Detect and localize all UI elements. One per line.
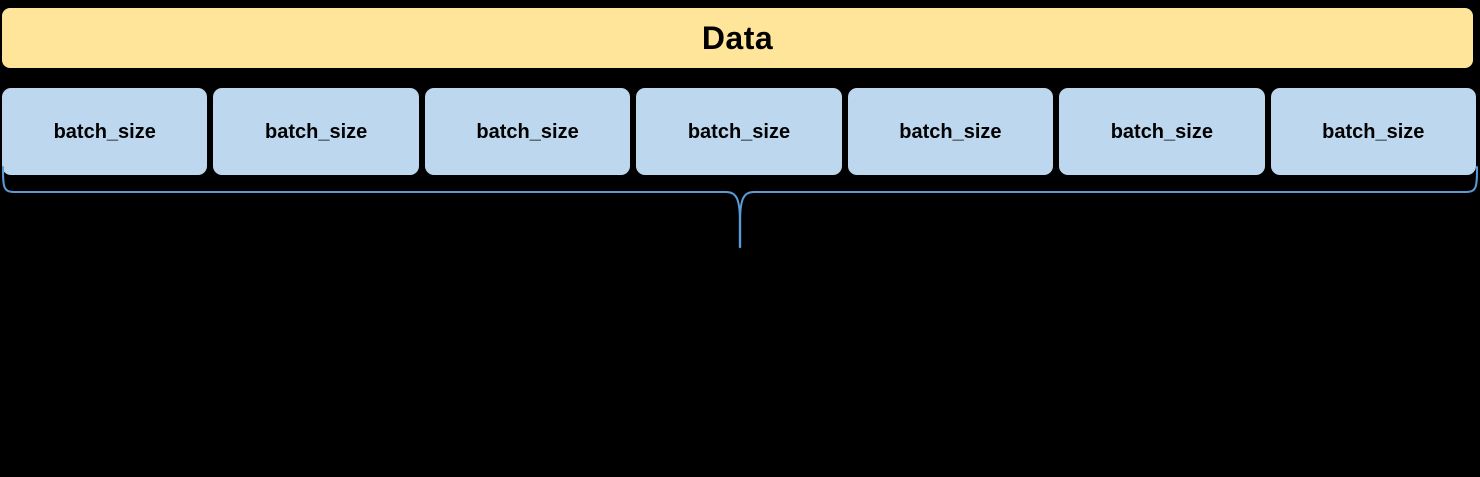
brace-container bbox=[0, 160, 1480, 255]
batch-size-label: batch_size bbox=[1110, 120, 1213, 143]
brace-path bbox=[2, 166, 1478, 217]
batch-size-box-1: batch_size bbox=[2, 88, 208, 175]
batch-size-label: batch_size bbox=[1322, 120, 1425, 143]
data-header-bar: Data bbox=[2, 8, 1473, 68]
data-header-label: Data bbox=[701, 20, 774, 56]
batch-size-label: batch_size bbox=[265, 120, 368, 143]
batch-size-box-2: batch_size bbox=[213, 88, 419, 175]
batch-size-box-5: batch_size bbox=[847, 88, 1054, 175]
batch-size-label: batch_size bbox=[899, 120, 1002, 143]
batch-size-box-7: batch_size bbox=[1270, 88, 1476, 175]
curly-brace-icon bbox=[2, 166, 1478, 249]
batch-size-label: batch_size bbox=[476, 120, 579, 143]
batch-size-box-4: batch_size bbox=[636, 88, 842, 175]
batch-size-label: batch_size bbox=[687, 120, 791, 143]
batch-size-row: batch_size batch_size batch_size batch_s… bbox=[2, 88, 1476, 175]
batch-size-box-6: batch_size bbox=[1059, 88, 1265, 175]
batch-size-label: batch_size bbox=[53, 120, 156, 143]
batch-size-box-3: batch_size bbox=[424, 88, 631, 175]
